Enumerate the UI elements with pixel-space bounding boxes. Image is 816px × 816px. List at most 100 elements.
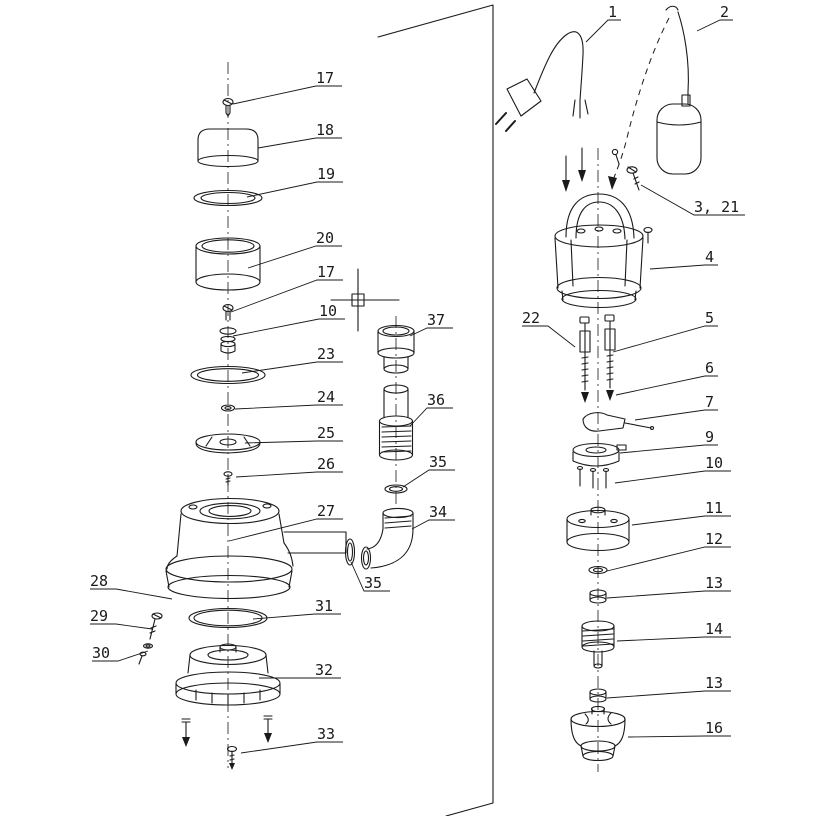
part-number-label: 25 (317, 424, 335, 442)
part-ring-13-lower (589, 688, 607, 703)
leader-line (606, 690, 731, 699)
leader-line (230, 279, 343, 313)
part-pump-body-27 (165, 497, 347, 600)
leader-line (246, 181, 343, 198)
part-number-label: 7 (705, 393, 714, 411)
part-washer-35-upper (384, 484, 408, 494)
part-impeller-16 (570, 705, 626, 762)
leader-line (244, 440, 343, 444)
leader-line (619, 444, 718, 454)
leader-line (90, 588, 173, 600)
part-number-label: 10 (319, 302, 337, 320)
part-number-label: 29 (90, 607, 108, 625)
part-number-label: 16 (705, 719, 723, 737)
leader-line (228, 518, 343, 542)
part-number-label: 9 (705, 428, 714, 446)
part-number-label: 13 (705, 674, 723, 692)
leader-line (640, 184, 745, 216)
background-panel (377, 4, 494, 816)
leader-line (402, 469, 455, 488)
leader-line (241, 361, 343, 374)
part-number-label: 12 (705, 530, 723, 548)
leader-line (696, 19, 733, 32)
part-screw-26 (223, 471, 233, 486)
part-seal-housing-11 (566, 506, 630, 552)
part-elbow-34 (360, 507, 414, 570)
leader-line (232, 85, 342, 105)
part-number-label: 19 (317, 165, 335, 183)
part-bolts-5-22-6 (579, 314, 616, 403)
part-washer-nut-stack-10 (219, 327, 237, 354)
part-number-label: 37 (427, 311, 445, 329)
part-number-label: 11 (705, 499, 723, 517)
part-seal-gland-9 (572, 442, 627, 467)
part-number-label: 23 (317, 345, 335, 363)
part-number-label: 17 (316, 69, 334, 87)
leader-line (234, 404, 343, 410)
part-cap-18 (197, 128, 259, 168)
part-motor-housing-4 (554, 193, 653, 309)
part-screw-17-top (222, 97, 234, 117)
leader-line (612, 325, 718, 353)
part-number-label: 6 (705, 359, 714, 377)
part-number-label: 10 (705, 454, 723, 472)
leader-line (631, 515, 731, 526)
leader-line (585, 19, 621, 43)
part-mechanical-seal-14 (581, 620, 615, 669)
leader-line (634, 409, 718, 421)
centerlines (227, 62, 599, 772)
leader-line (649, 264, 718, 270)
labels-layer: 1718192017102324252627282930313233373635… (90, 3, 745, 754)
leader-line (522, 325, 576, 348)
leader-line (257, 137, 342, 149)
part-seal-plate-7 (582, 412, 655, 432)
leader-line (606, 590, 731, 599)
leader-line (252, 613, 341, 620)
part-threaded-adapter-36 (378, 384, 414, 461)
part-washer-24 (220, 404, 236, 412)
leader-line (90, 623, 153, 630)
leader-line (606, 546, 731, 572)
part-base-strainer-32 (175, 643, 281, 706)
part-number-label: 4 (705, 248, 714, 266)
part-number-label: 3, 21 (694, 198, 739, 216)
part-number-label: 35 (429, 453, 447, 471)
part-number-label: 17 (317, 263, 335, 281)
part-number-label: 22 (522, 309, 540, 327)
leader-line (411, 519, 455, 530)
leader-line (92, 650, 149, 662)
leader-line (409, 327, 453, 337)
part-number-label: 30 (92, 644, 110, 662)
part-number-label: 14 (705, 620, 723, 638)
leader-line (350, 561, 390, 592)
part-screws-33 (181, 715, 273, 770)
leader-line (235, 471, 343, 478)
part-number-label: 18 (316, 121, 334, 139)
leader-line (232, 318, 345, 337)
part-screw-17-lower (222, 303, 234, 321)
datum-crosshair (330, 268, 400, 332)
part-number-label: 1 (608, 3, 617, 21)
part-fasteners-28-29-30 (138, 612, 163, 665)
part-washer-12 (588, 565, 608, 575)
part-number-label: 35 (364, 574, 382, 592)
insertion-arrows (562, 147, 586, 192)
leader-line (247, 245, 342, 269)
part-screws-3-21 (611, 148, 640, 191)
part-number-label: 13 (705, 574, 723, 592)
part-pins-10 (576, 465, 610, 489)
part-number-label: 2 (720, 3, 729, 21)
part-gasket-19 (193, 189, 263, 207)
leader-line (614, 470, 731, 484)
leader-line (409, 407, 453, 427)
leader-line (240, 741, 343, 754)
part-gasket-23 (190, 365, 266, 385)
part-number-label: 31 (315, 597, 333, 615)
part-number-label: 28 (90, 572, 108, 590)
leader-line (616, 636, 731, 642)
part-number-label: 32 (315, 661, 333, 679)
part-power-cord-plug-1 (495, 31, 589, 132)
part-impeller-25 (195, 433, 261, 454)
